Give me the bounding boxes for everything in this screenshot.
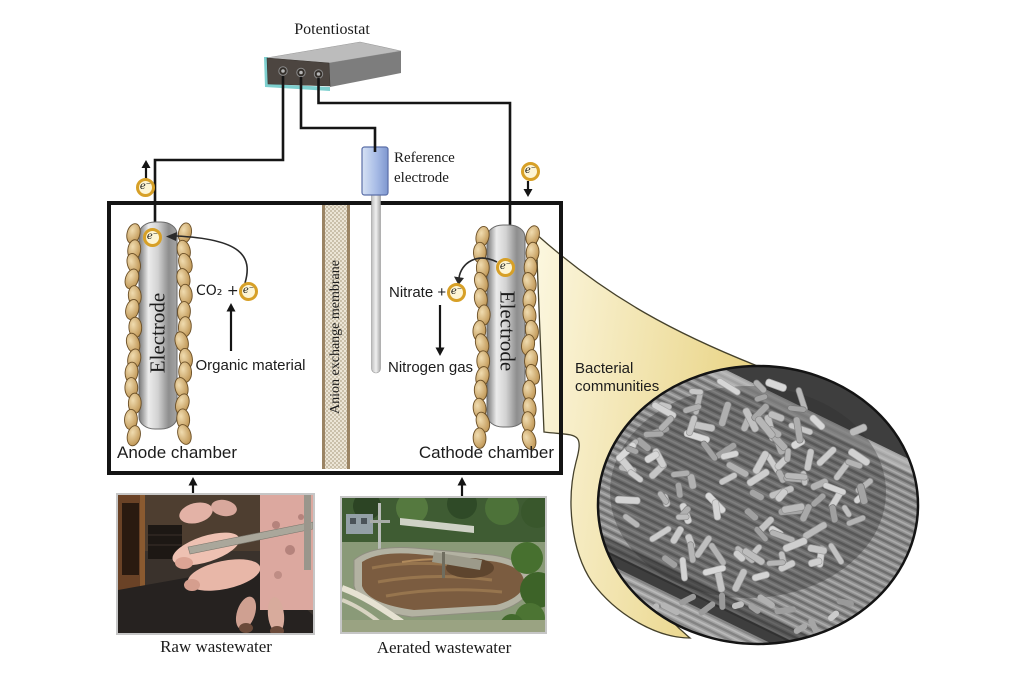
- raw-wastewater-photo: [116, 493, 315, 635]
- anode-chamber-label: Anode chamber: [117, 443, 238, 462]
- electron-transfer-arrows: [166, 232, 498, 285]
- organic-material-label: Organic material: [195, 357, 306, 374]
- wire-reference: [299, 77, 377, 152]
- electron-badge-co2: e⁻: [239, 282, 258, 301]
- reference-electrode-body: [361, 146, 389, 196]
- aerated-wastewater-photo: [340, 496, 547, 634]
- arrow-electron-in-cathode: [523, 181, 533, 197]
- nitrogen-gas-label: Nitrogen gas: [388, 359, 474, 376]
- anion-exchange-membrane: [322, 205, 350, 469]
- electron-badge-nitrate: e⁻: [447, 283, 466, 302]
- cathode-electrode-label: Electrode: [495, 290, 520, 372]
- potentiostat-label: Potentiostat: [294, 21, 370, 38]
- raw-wastewater-caption: Raw wastewater: [160, 637, 272, 656]
- reaction-chamber-border: [107, 201, 563, 475]
- reference-electrode-label: Reference electrode: [394, 150, 455, 186]
- cathode-electrode-rod: [486, 224, 526, 428]
- nitrate-label: Nitrate +: [389, 284, 447, 301]
- anode-biofilm: [124, 222, 193, 447]
- membrane-label: Anion exchange membrane: [328, 260, 343, 414]
- anode-electrode-label: Electrode: [145, 292, 170, 374]
- arrow-electron-to-nitrate: [458, 257, 498, 279]
- wire-anode: [153, 76, 285, 226]
- bacterial-communities-label: Bacterial communities: [575, 360, 660, 395]
- bacteria-rods: [602, 378, 874, 637]
- electron-badge-cathode-electrode: e⁻: [496, 258, 515, 277]
- arrow-electron-to-anode: [175, 235, 248, 284]
- electron-badge-cathode-in: e⁻: [521, 162, 540, 181]
- device-teal-edge: [264, 57, 330, 91]
- reference-electrode-rod: [371, 189, 381, 374]
- arrow-nitrate-to-nitrogen: [435, 305, 445, 356]
- potentiostat-device: [264, 41, 402, 91]
- wire-cathode: [317, 78, 512, 232]
- electron-badge-anode-electrode: e⁻: [143, 228, 162, 247]
- arrow-organic-to-co2: [226, 303, 236, 351]
- cathode-chamber-label: Cathode chamber: [418, 443, 554, 462]
- aerated-wastewater-caption: Aerated wastewater: [376, 638, 512, 657]
- electron-badge-anode-out: e⁻: [136, 178, 155, 197]
- co2-label: CO₂ +: [196, 283, 239, 299]
- device-connectors: [278, 66, 324, 79]
